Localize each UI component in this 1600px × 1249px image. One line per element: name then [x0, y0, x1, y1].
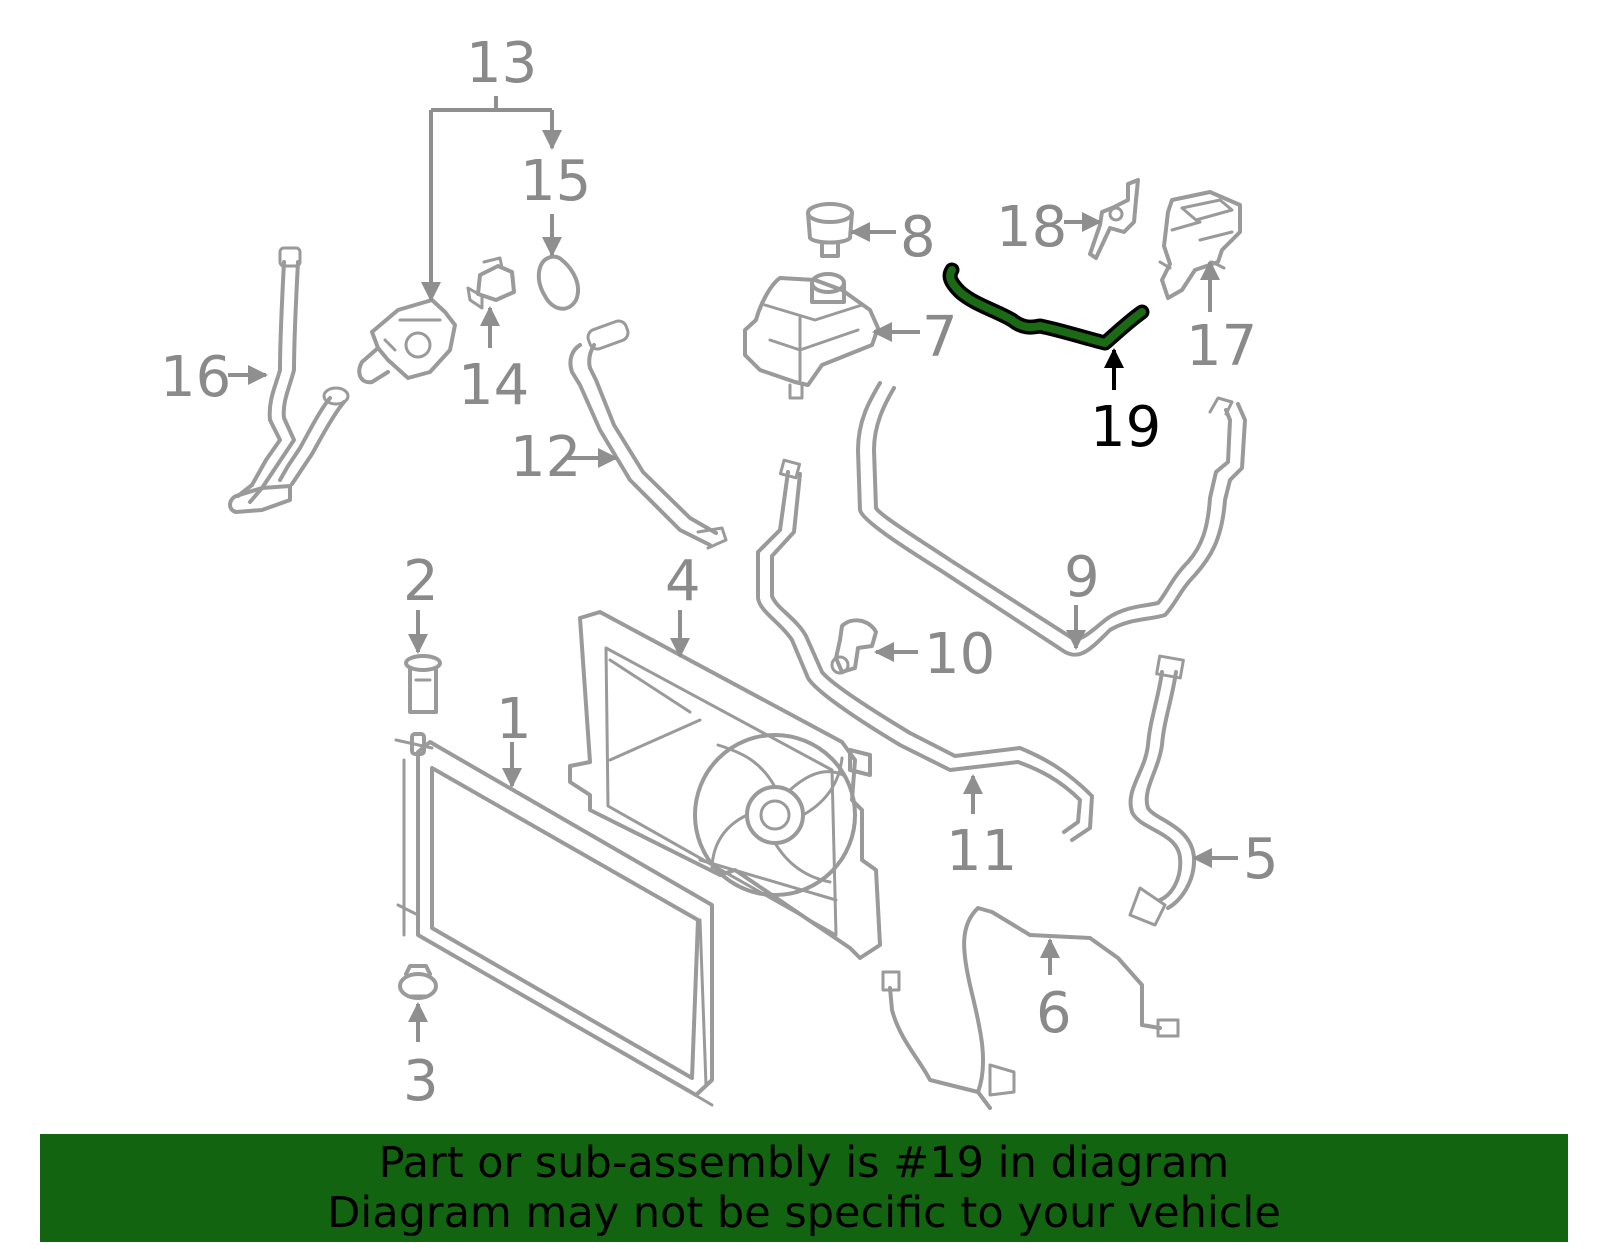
callout-11: 11: [946, 819, 1017, 884]
info-banner: Part or sub-assembly is #19 in diagram D…: [40, 1134, 1568, 1242]
callout-19: 19: [1090, 395, 1161, 460]
fan-shroud-part[interactable]: [568, 610, 882, 960]
coolant-hose-16-part[interactable]: [228, 246, 350, 514]
banner-line-2: Diagram may not be specific to your vehi…: [327, 1188, 1281, 1238]
callout-16: 16: [160, 345, 231, 410]
sensor-hose-part[interactable]: [1128, 654, 1197, 927]
callout-leaders: [228, 96, 1238, 1042]
vent-tube-12-part[interactable]: [568, 319, 728, 550]
callout-7: 7: [922, 305, 958, 370]
callout-9: 9: [1064, 545, 1100, 610]
radiator-part[interactable]: [394, 732, 714, 1107]
callout-3: 3: [403, 1049, 439, 1114]
callout-6: 6: [1036, 981, 1072, 1046]
banner-line-1: Part or sub-assembly is #19 in diagram: [378, 1138, 1230, 1188]
callout-2: 2: [403, 549, 439, 614]
gasket-part[interactable]: [536, 254, 581, 311]
bracket-part[interactable]: [1088, 178, 1140, 260]
control-valve-part[interactable]: [1158, 190, 1242, 300]
coolant-hose-9-part[interactable]: [856, 381, 1247, 657]
callout-8: 8: [900, 205, 936, 270]
clip-part[interactable]: [830, 618, 878, 675]
callout-15: 15: [520, 149, 591, 214]
callout-18: 18: [996, 195, 1067, 260]
callout-4: 4: [665, 549, 701, 614]
callout-13: 13: [466, 31, 537, 96]
thermostat-part[interactable]: [466, 256, 516, 310]
callout-10: 10: [924, 622, 995, 687]
callout-14: 14: [458, 353, 529, 418]
lower-mount-part[interactable]: [398, 964, 438, 1000]
callout-12: 12: [510, 425, 581, 490]
callout-labels: 13 15 14 16 12 8 7 18 17 19 9 10 11 5 6 …: [160, 31, 1279, 1114]
callout-1: 1: [496, 687, 532, 752]
callout-5: 5: [1243, 827, 1279, 892]
callout-17: 17: [1186, 314, 1257, 379]
upper-bushing-part[interactable]: [404, 654, 442, 714]
tube-11-part[interactable]: [756, 458, 1094, 842]
thermostat-housing-part[interactable]: [357, 298, 457, 385]
highlighted-hose-19[interactable]: [942, 262, 1150, 351]
wiring-harness-part[interactable]: [881, 906, 1180, 1110]
expansion-tank-part[interactable]: [743, 272, 880, 400]
tank-cap-part[interactable]: [806, 202, 854, 258]
